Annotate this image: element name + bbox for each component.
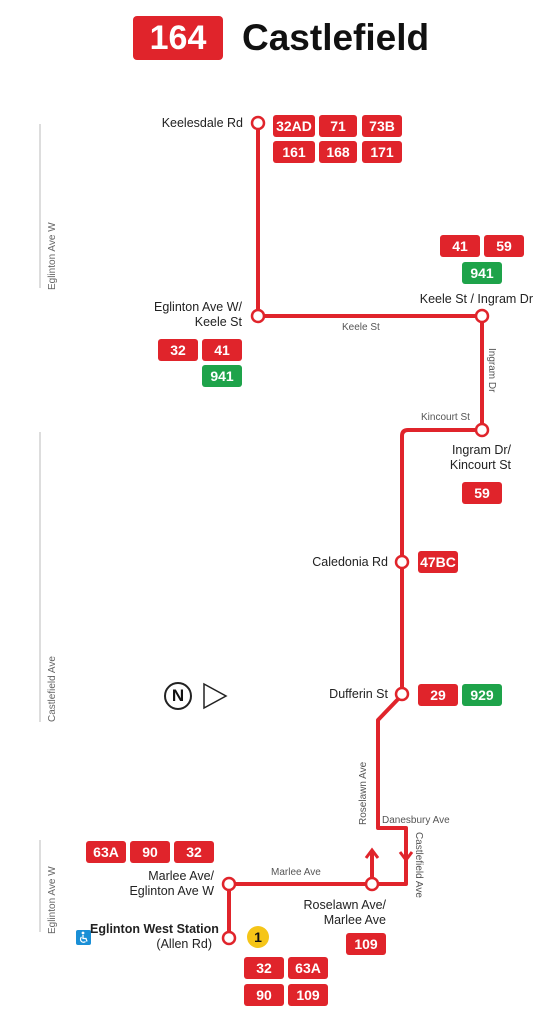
north-arrow-icon: [164, 682, 228, 710]
connection-badge[interactable]: 71: [319, 115, 357, 137]
stop-marker-caledonia: [394, 554, 410, 570]
side-label-bottom: Eglinton Ave W: [47, 866, 58, 934]
connection-badge[interactable]: 59: [484, 235, 524, 257]
stop-name-caledonia: Caledonia Rd: [312, 555, 388, 569]
wheelchair-icon: [76, 930, 91, 945]
route-title: Castlefield: [242, 17, 430, 58]
street-label-danesbury: Danesbury Ave: [382, 815, 450, 826]
stop-name-keelesdale: Keelesdale Rd: [161, 116, 243, 130]
street-label-marlee: Marlee Ave: [271, 867, 321, 878]
stop-marker-keele-ingram: [474, 308, 490, 324]
connection-badge[interactable]: 90: [244, 984, 284, 1006]
direction-arrow-up: [364, 847, 380, 859]
connection-badge[interactable]: 63A: [86, 841, 126, 863]
stop-name-eglinton-keele-line1: Eglinton Ave W/: [153, 300, 242, 314]
stop-marker-ingram-kincourt: [474, 422, 490, 438]
stop-name-marlee-eglinton-line1: Marlee Ave/: [148, 869, 214, 883]
connection-badge[interactable]: 32: [158, 339, 198, 361]
stop-marker-eglinton-west-station: [221, 930, 237, 946]
route-path: [227, 122, 484, 938]
connection-badge[interactable]: 29: [418, 684, 458, 706]
stop-marker-eglinton-keele: [250, 308, 266, 324]
route-number-badge: 164: [133, 16, 223, 60]
connection-badge[interactable]: 171: [362, 141, 402, 163]
connection-badge[interactable]: 73B: [362, 115, 402, 137]
route-header: 164 Castlefield: [0, 12, 560, 64]
street-label-kincourt: Kincourt St: [421, 412, 470, 423]
stop-name-dufferin: Dufferin St: [329, 687, 388, 701]
stop-marker-dufferin: [394, 686, 410, 702]
express-badge[interactable]: 941: [462, 262, 502, 284]
connection-badge[interactable]: 90: [130, 841, 170, 863]
stop-marker-roselawn-marlee: [364, 876, 380, 892]
stop-name-eglinton-west-station: Eglinton West Station: [90, 922, 219, 936]
north-indicator: N: [162, 680, 232, 712]
north-letter: N: [171, 686, 185, 705]
stop-name-marlee-eglinton-line2: Eglinton Ave W: [129, 884, 214, 898]
direction-arrow-down: [398, 851, 414, 863]
subway-line-number: 1: [254, 929, 262, 945]
connection-badge[interactable]: 63A: [288, 957, 328, 979]
connection-badge[interactable]: 109: [346, 933, 386, 955]
stop-marker-keelesdale: [250, 115, 266, 131]
connection-badge[interactable]: 161: [273, 141, 315, 163]
side-label-middle: Castlefield Ave: [47, 656, 58, 722]
stop-name-eglinton-keele-line2: Keele St: [194, 315, 242, 329]
stop-name-roselawn-marlee-line1: Roselawn Ave/: [303, 898, 386, 912]
connection-badge[interactable]: 47BC: [418, 551, 458, 573]
stop-name-keele-ingram: Keele St / Ingram Dr: [419, 292, 533, 306]
street-label-castlefield: Castlefield Ave: [413, 832, 424, 898]
connection-badge[interactable]: 32: [244, 957, 284, 979]
connection-badge[interactable]: 168: [319, 141, 357, 163]
street-label-ingram: Ingram Dr: [486, 348, 497, 393]
stop-marker-marlee-eglinton: [221, 876, 237, 892]
side-label-top: Eglinton Ave W: [47, 222, 58, 290]
connection-badge[interactable]: 32AD: [273, 115, 315, 137]
connection-badge[interactable]: 41: [440, 235, 480, 257]
connection-badge[interactable]: 109: [288, 984, 328, 1006]
stop-subtitle-eglinton-west-station: (Allen Rd): [156, 937, 212, 951]
express-badge[interactable]: 929: [462, 684, 502, 706]
street-label-keele: Keele St: [342, 322, 380, 333]
street-label-roselawn: Roselawn Ave: [358, 761, 369, 825]
stop-name-roselawn-marlee-line2: Marlee Ave: [323, 913, 386, 927]
connection-badge[interactable]: 32: [174, 841, 214, 863]
connection-badge[interactable]: 41: [202, 339, 242, 361]
connection-badge[interactable]: 59: [462, 482, 502, 504]
express-badge[interactable]: 941: [202, 365, 242, 387]
stop-name-ingram-kincourt-line1: Ingram Dr/: [451, 443, 511, 457]
subway-line-1-icon: [247, 926, 269, 948]
stop-name-ingram-kincourt-line2: Kincourt St: [449, 458, 511, 472]
